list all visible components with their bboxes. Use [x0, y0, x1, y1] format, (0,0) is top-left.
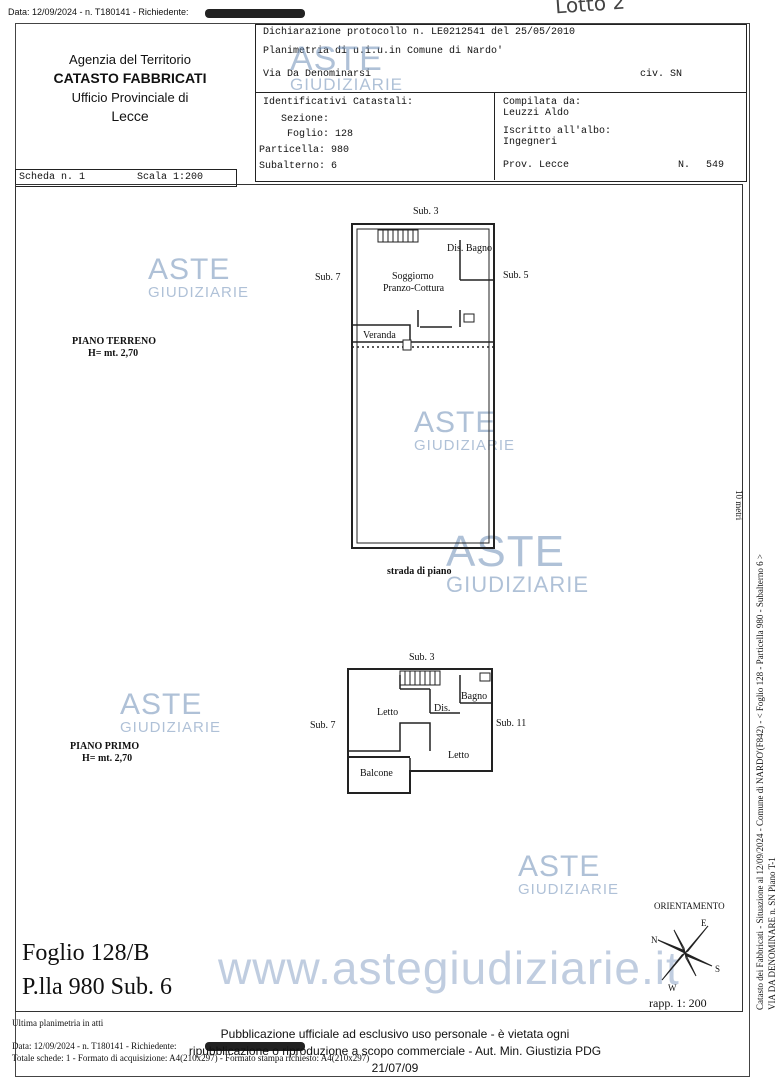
first-dis: Dis.	[434, 703, 451, 714]
foglio-big-line1: Foglio 128/B	[22, 940, 150, 966]
compiled-prov: Prov. Lecce	[503, 160, 570, 171]
foglio-big-line2: P.lla 980 Sub. 6	[22, 974, 173, 1000]
agency-city: Lecce	[111, 108, 149, 124]
ident-foglio: Foglio: 128	[287, 129, 354, 140]
compiled-n-value: 549	[706, 160, 725, 171]
header-divider	[255, 92, 746, 93]
compass-s: S	[715, 964, 721, 974]
scheda-scale: Scala 1:200	[137, 172, 204, 183]
ident-sezione: Sezione:	[281, 114, 330, 125]
drawing-area	[15, 184, 743, 1012]
handwritten-note: Lotto 2	[554, 0, 626, 19]
watermark-aste-word: ASTE	[290, 40, 383, 78]
scheda-number: Scheda n. 1	[19, 172, 86, 183]
first-floor-height: H= mt. 2,70	[82, 753, 133, 764]
agency-block: Agenzia del Territorio CATASTO FABBRICAT…	[30, 50, 230, 126]
watermark-aste-word: ASTE	[148, 253, 231, 286]
ground-floor-label: PIANO TERRENO	[72, 336, 156, 347]
scheda-box	[15, 169, 237, 187]
footer-ultima: Ultima planimetria in atti	[12, 1018, 104, 1028]
agency-office: Ufficio Provinciale di	[71, 90, 189, 105]
watermark-aste-word: ASTE	[446, 527, 565, 576]
ground-sub-right: Sub. 5	[503, 270, 529, 281]
first-bagno: Bagno	[461, 691, 488, 702]
compass-e: E	[701, 918, 707, 928]
compiled-profession: Ingegneri	[503, 137, 558, 148]
first-floor-label: PIANO PRIMO	[70, 741, 140, 752]
footer-pub-line2: ripubblicazione o riproduzione a scopo c…	[188, 1044, 602, 1075]
footer-pub-line1: Pubblicazione ufficiale ad esclusivo uso…	[220, 1027, 570, 1041]
first-letto-1: Letto	[377, 707, 399, 718]
ground-strada: strada di piano	[387, 566, 452, 577]
foglio-big-block: Foglio 128/B P.lla 980 Sub. 6	[22, 936, 172, 1004]
compiled-name: Leuzzi Aldo	[503, 108, 570, 119]
side-text-line1: Catasto dei Fabbricati - Situazione al 1…	[755, 554, 765, 1010]
compass-icon	[657, 925, 713, 981]
header-box	[255, 24, 747, 182]
redaction-stamp	[205, 9, 305, 18]
compass-n: N	[651, 935, 658, 945]
declaration-address: Via Da Denominarsi	[263, 69, 372, 80]
declaration-line1: Dichiarazione protocollo n. LE0212541 de…	[263, 27, 576, 38]
watermark-site: www.astegiudiziarie.it	[218, 942, 680, 994]
compass-w: W	[668, 983, 677, 993]
watermark-giudiziarie-word: GIUDIZIARIE	[518, 881, 620, 898]
ident-title: Identificativi Catastali:	[263, 97, 414, 108]
watermark-giudiziarie-word: GIUDIZIARIE	[120, 719, 222, 736]
first-letto-2: Letto	[448, 750, 470, 761]
agency-dept: CATASTO FABBRICATI	[53, 70, 207, 86]
ground-sub-left: Sub. 7	[315, 272, 341, 283]
ground-dis-bagno: Dis. Bagno	[447, 243, 492, 254]
first-sub-right: Sub. 11	[496, 718, 527, 729]
header-vdivider	[494, 92, 495, 180]
compiled-title: Compilata da:	[503, 97, 582, 108]
first-floor-plan	[347, 668, 493, 794]
first-sub-left: Sub. 7	[310, 720, 336, 731]
ground-floor-height: H= mt. 2,70	[88, 348, 139, 359]
ground-soggiorno: Soggiorno	[392, 271, 434, 282]
footer-data: Data: 12/09/2024 - n. T180141 - Richiede…	[12, 1041, 177, 1051]
watermark-aste-word: ASTE	[414, 406, 497, 439]
ident-particella: Particella: 980	[259, 145, 350, 156]
watermark-aste-word: ASTE	[518, 850, 601, 883]
watermark-giudiziarie-word: GIUDIZIARIE	[446, 572, 590, 597]
redaction-stamp-footer	[205, 1042, 305, 1051]
declaration-civ: civ. SN	[640, 69, 683, 80]
side-text: Catasto dei Fabbricati - Situazione al 1…	[754, 554, 778, 1010]
orientation-rapp: rapp. 1: 200	[649, 996, 707, 1010]
watermark-giudiziarie-word: GIUDIZIARIE	[148, 284, 250, 301]
top-header-text: Data: 12/09/2024 - n. T180141 - Richiede…	[8, 7, 189, 17]
ground-sub-top: Sub. 3	[413, 206, 439, 217]
agency-name: Agenzia del Territorio	[69, 52, 191, 67]
watermark-aste-word: ASTE	[120, 688, 203, 721]
ground-pranzo: Pranzo-Cottura	[383, 283, 445, 294]
watermark-giudiziarie-word: GIUDIZIARIE	[290, 75, 404, 94]
first-balcone: Balcone	[360, 768, 393, 779]
declaration-line2: Planimetria di u.i.u.in Comune di Nardo'	[263, 46, 504, 57]
ground-veranda: Veranda	[363, 330, 396, 341]
scale-note: 10 metri	[734, 490, 744, 521]
ident-subalterno: Subalterno: 6	[259, 161, 338, 172]
compiled-n-label: N.	[678, 160, 691, 171]
compiled-registered: Iscritto all'albo:	[503, 126, 612, 137]
footer-totale: Totale schede: 1 - Formato di acquisizio…	[12, 1053, 370, 1063]
side-text-line2: VIA DA DENOMINARE n. SN Piano T-1	[767, 857, 777, 1010]
footer-publication: Pubblicazione ufficiale ad esclusivo uso…	[170, 1026, 620, 1077]
first-sub-top: Sub. 3	[409, 652, 435, 663]
ground-floor-plan	[351, 223, 495, 549]
orientation-label: ORIENTAMENTO	[654, 901, 725, 911]
